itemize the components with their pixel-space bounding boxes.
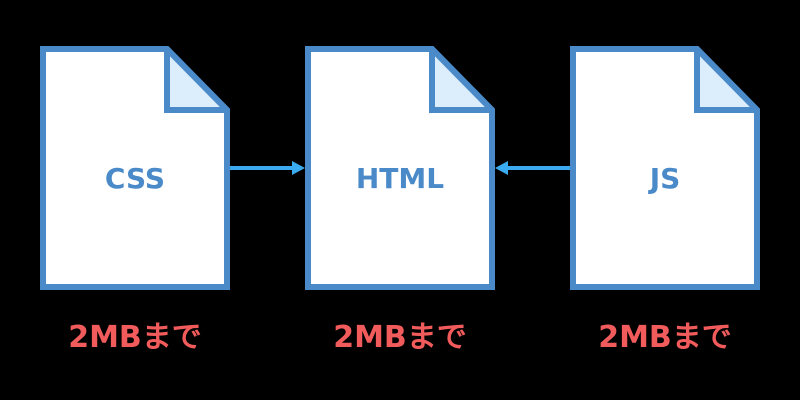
arrow-right-icon (230, 161, 305, 175)
size-limit-css: 2MBまで (68, 320, 202, 355)
file-icon (305, 46, 495, 290)
doc-js: JS (570, 46, 760, 290)
file-icon (40, 46, 230, 290)
doc-html: HTML (305, 46, 495, 290)
doc-label-js: JS (649, 162, 681, 195)
doc-label-css: CSS (104, 162, 166, 195)
size-limit-js: 2MBまで (598, 320, 732, 355)
size-limit-html: 2MBまで (333, 320, 467, 355)
doc-label-html: HTML (355, 162, 445, 195)
file-icon (570, 46, 760, 290)
doc-css: CSS (40, 46, 230, 290)
arrow-left-icon (495, 161, 570, 175)
